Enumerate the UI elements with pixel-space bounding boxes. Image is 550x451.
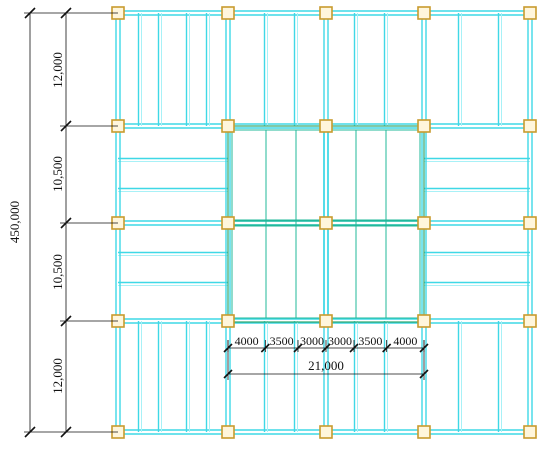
tick-b3: [60, 217, 72, 229]
core-seg-label-4: 3500: [358, 334, 382, 348]
tick-b1: [60, 7, 72, 19]
core-dim-ticks: [223, 340, 429, 379]
tick-a2: [24, 426, 36, 438]
column-1-1: [221, 119, 235, 133]
column-3-1: [221, 314, 235, 328]
column-2-3: [417, 216, 431, 230]
core-total-tick-left: [223, 369, 233, 379]
core-inner-top: [231, 129, 421, 221]
seg-dim-label-2: 10,500: [50, 156, 65, 192]
column-1-3: [417, 119, 431, 133]
core-total-label: 21,000: [308, 358, 344, 373]
seg-dim-label-4: 12,000: [50, 358, 65, 394]
tick-b2: [60, 120, 72, 132]
core-seg-label-1: 3500: [270, 334, 294, 348]
vertical-dimension-lines: [24, 7, 118, 438]
column-4-4: [523, 425, 537, 439]
column-1-4: [523, 119, 537, 133]
core-total-tick-right: [419, 369, 429, 379]
seg-dim-label-1: 12,000: [50, 52, 65, 88]
column-0-2: [319, 6, 333, 20]
core-seg-label-0: 4000: [235, 334, 259, 348]
column-1-2: [319, 119, 333, 133]
column-3-3: [417, 314, 431, 328]
column-0-1: [221, 6, 235, 20]
column-3-2: [319, 314, 333, 328]
column-2-4: [523, 216, 537, 230]
tick-a1: [24, 7, 36, 19]
core-inner-bottom: [231, 225, 421, 319]
core-dimension-lines: [223, 340, 429, 380]
core-seg-label-5: 4000: [393, 334, 417, 348]
column-0-3: [417, 6, 431, 20]
column-3-4: [523, 314, 537, 328]
column-4-1: [221, 425, 235, 439]
column-4-2: [319, 425, 333, 439]
overall-dim-label: 450,000: [7, 201, 22, 243]
column-2-1: [221, 216, 235, 230]
core-dim-labels: 4000 3500 3000 3000 3500 4000: [235, 334, 418, 348]
core-seg-label-2: 3000: [300, 334, 324, 348]
column-0-4: [523, 6, 537, 20]
seg-dim-label-3: 10,500: [50, 254, 65, 290]
tick-b4: [60, 315, 72, 327]
column-4-3: [417, 425, 431, 439]
tick-b5: [60, 426, 72, 438]
core-seg-label-3: 3000: [328, 334, 352, 348]
column-2-2: [319, 216, 333, 230]
